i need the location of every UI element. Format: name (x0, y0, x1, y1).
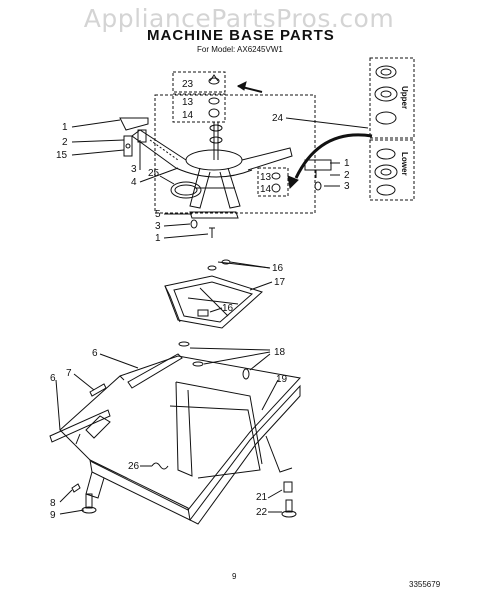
part-6-upper (127, 353, 183, 389)
arrow-left (237, 81, 263, 93)
lower-label: Lower (400, 152, 409, 176)
callout-1b: 1 (155, 233, 161, 244)
document-number: 3355679 (409, 580, 441, 589)
left-bracket (119, 117, 149, 157)
callout-21: 21 (256, 492, 268, 503)
leader-lines-middle (209, 261, 273, 313)
callout-7: 7 (66, 368, 72, 379)
callout-1: 1 (62, 122, 68, 133)
callout-labels: 23 13 14 24 1 2 15 3 4 25 5 3 1 13 14 1 … (50, 79, 409, 521)
base-assembly-box (154, 94, 316, 214)
part-18-pads (178, 341, 250, 380)
bearing-inset (369, 57, 415, 201)
part-5-plate (189, 211, 239, 238)
page-title: MACHINE BASE PARTS (147, 27, 335, 44)
callout-3b: 3 (155, 221, 161, 232)
part-17-platform (164, 275, 263, 329)
callout-14: 14 (182, 110, 194, 121)
callout-2: 2 (62, 137, 68, 148)
callout-23: 23 (182, 79, 194, 90)
part-23-box (172, 71, 226, 93)
callout-14b: 14 (260, 184, 272, 195)
callout-8: 8 (50, 498, 56, 509)
page-number: 9 (232, 572, 237, 581)
part-6-lower (49, 409, 111, 443)
leader-lines-top (71, 117, 369, 239)
callout-6b: 6 (50, 373, 56, 384)
callout-6: 6 (92, 348, 98, 359)
leader-lines-bottom (55, 347, 283, 515)
watermark: AppliancePartsPros.com (83, 4, 395, 33)
callout-16: 16 (272, 263, 284, 274)
part-25-ring (170, 181, 202, 199)
callout-1c: 1 (344, 158, 350, 169)
callout-17: 17 (274, 277, 286, 288)
callout-13: 13 (182, 97, 194, 108)
curved-arrow (287, 133, 373, 190)
callout-18: 18 (274, 347, 286, 358)
callout-22: 22 (256, 507, 268, 518)
callout-26: 26 (128, 461, 140, 472)
callout-3c: 3 (344, 181, 350, 192)
part-7 (89, 383, 107, 397)
callout-13b: 13 (260, 172, 272, 183)
callout-5: 5 (155, 209, 161, 220)
model-line: For Model: AX6245VW1 (197, 45, 283, 54)
callout-19: 19 (276, 374, 288, 385)
part-19-frame (59, 355, 301, 525)
parts-13-14-right (257, 159, 332, 197)
callout-4: 4 (131, 177, 137, 188)
upper-label: Upper (400, 86, 409, 109)
callout-2b: 2 (344, 170, 350, 181)
callout-3: 3 (131, 164, 137, 175)
callout-9: 9 (50, 510, 56, 521)
callout-25: 25 (148, 168, 160, 179)
parts-13-14-box (172, 93, 226, 123)
callout-24: 24 (272, 113, 284, 124)
part-26-spring (151, 462, 169, 470)
part-16-pads (207, 259, 231, 271)
callout-16b: 16 (222, 303, 234, 314)
spin-tube (209, 122, 223, 160)
machine-base-casting (131, 129, 293, 209)
callout-15: 15 (56, 150, 68, 161)
